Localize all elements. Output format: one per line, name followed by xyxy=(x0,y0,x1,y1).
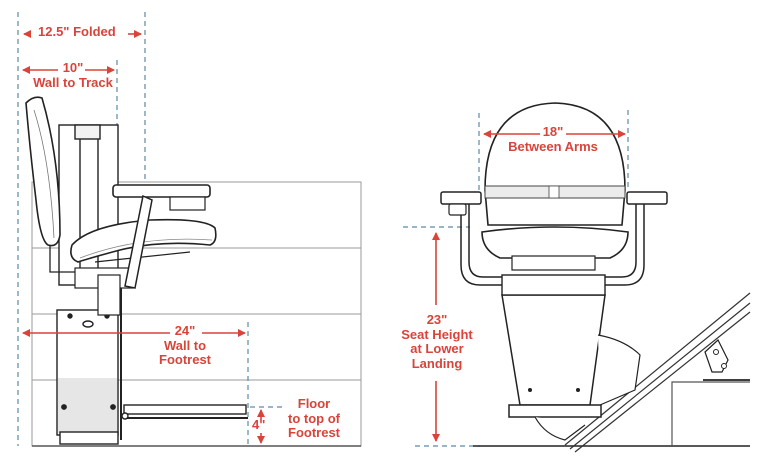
front-backrest xyxy=(484,102,626,226)
folded-dimension-label: 12.5" Folded xyxy=(38,24,116,40)
front-seat xyxy=(481,226,629,259)
folded-text: Folded xyxy=(73,24,116,39)
seat-height-value: 23" xyxy=(426,312,448,327)
between-arms-label: 18" Between Arms xyxy=(500,124,606,154)
folded-value: 12.5" xyxy=(38,24,70,39)
wall-to-track-label: 10" Wall to Track xyxy=(30,60,116,90)
wall-to-footrest-line2: Footrest xyxy=(159,352,211,368)
between-arms-value: 18" xyxy=(542,124,564,139)
wall-to-track-value: 10" xyxy=(62,60,84,75)
floor-to-footrest-value: 4" xyxy=(252,417,266,432)
backrest xyxy=(25,96,61,247)
motor-box xyxy=(56,309,119,445)
side-dimension-arrows xyxy=(22,30,265,444)
floor-to-footrest-line1: Floor xyxy=(297,396,331,411)
armrest xyxy=(112,184,211,198)
wall-to-footrest-label: 24" Wall to Footrest xyxy=(150,323,220,368)
seat-height-line2: at Lower xyxy=(410,341,464,357)
between-arms-text: Between Arms xyxy=(508,138,598,154)
wall-to-footrest-line1: Wall to xyxy=(163,337,207,353)
guide-lines xyxy=(17,12,285,446)
floor-to-footrest-line3: Footrest xyxy=(288,425,340,441)
carriage xyxy=(501,294,606,406)
seat-height-line3: Landing xyxy=(411,355,463,371)
side-view xyxy=(17,12,362,447)
seat-height-label: 23" Seat Height at Lower Landing xyxy=(398,312,476,371)
rail xyxy=(564,292,751,453)
floor-to-footrest-line2: to top of xyxy=(288,410,340,426)
front-dimension-arrows xyxy=(432,130,626,442)
wall-to-track-text: Wall to Track xyxy=(33,74,113,90)
floor-to-footrest-label: Floor to top of Footrest xyxy=(280,396,348,441)
seat-height-line1: Seat Height xyxy=(401,326,473,342)
wall-to-footrest-value: 24" xyxy=(174,323,196,338)
front-view xyxy=(403,102,751,453)
footrest xyxy=(121,404,248,420)
